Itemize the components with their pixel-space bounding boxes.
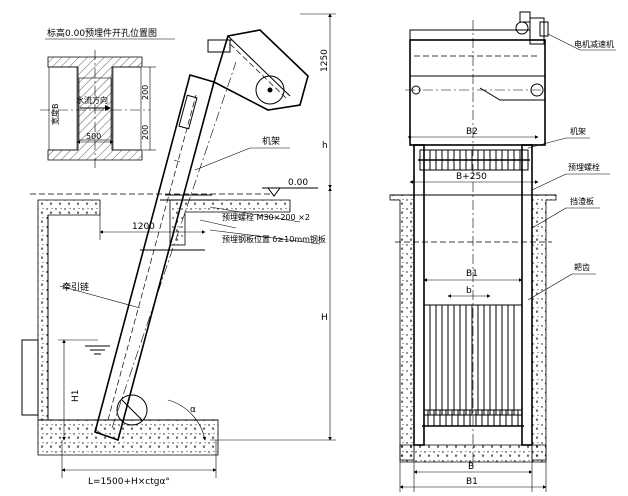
left-annotations: 机架 牵引链 预埋螺栓 M30×200 ×2 预埋钢板位置 δ≥10mm钢板	[59, 135, 326, 309]
dim-B1-bottom: B1	[466, 477, 478, 487]
right-top-frame: 电机减速机	[405, 11, 616, 146]
embed-detail: 标高0.00预埋件开孔位置图 水流方向 宽度B 500 200 200	[40, 27, 175, 168]
embed-bolt-label: 预埋螺栓 M30×200 ×2	[222, 212, 310, 222]
bottom-sprocket	[116, 394, 148, 426]
elevation-label: 0.00	[288, 178, 308, 188]
screen-body-left	[94, 29, 309, 442]
dim-b: b	[466, 286, 472, 296]
right-view: 电机减速机 B2 B+250 B1	[389, 11, 616, 492]
left-view: 标高0.00预埋件开孔位置图 水流方向 宽度B 500 200 200	[21, 13, 336, 487]
detail-width-500: 500	[86, 132, 101, 141]
rake-top-row	[418, 149, 530, 171]
dim-H: H	[321, 313, 328, 323]
detail-side-label: 宽度B	[50, 104, 60, 126]
detail-height-200-a: 200	[141, 85, 150, 100]
right-annotations: 机架 预埋螺栓 挡渣板 耙齿	[527, 126, 610, 301]
chain-label: 牵引链	[62, 281, 89, 293]
frame-label-right: 机架	[570, 126, 586, 136]
dim-1200: 1200	[132, 222, 155, 232]
dim-1250: 1250	[320, 49, 330, 72]
dim-h: h	[322, 141, 328, 151]
right-channel	[389, 194, 557, 463]
detail-title: 标高0.00预埋件开孔位置图	[47, 27, 157, 39]
channel-structure	[21, 193, 291, 456]
dim-B2: B2	[466, 127, 478, 137]
guard-plate-label: 挡渣板	[570, 196, 594, 206]
right-bottom-dims: B B1	[399, 445, 547, 492]
top-sprocket	[255, 75, 285, 105]
dim-B: B	[468, 462, 474, 472]
elevation-marker: 0.00	[262, 178, 318, 197]
grate-bars	[422, 304, 524, 427]
dim-L: L=1500+H×ctgα°	[88, 477, 170, 487]
frame-label-left: 机架	[262, 135, 280, 147]
water-direction-label: 水流方向	[76, 95, 108, 105]
dim-B250: B+250	[456, 172, 487, 182]
angle-alpha: α	[190, 405, 196, 415]
rake-label: 耙齿	[574, 263, 590, 272]
left-dimensions: 1250 h H H1 1200 L=1500+H×ctgα° α	[58, 13, 336, 487]
embed-bolt-label-right: 预埋螺栓	[568, 162, 600, 172]
detail-height-200-b: 200	[141, 125, 150, 140]
motor-label: 电机减速机	[574, 39, 614, 49]
dim-B1-top: B1	[466, 269, 478, 279]
embed-steel-label: 预埋钢板位置 δ≥10mm钢板	[222, 234, 326, 244]
dim-H1: H1	[71, 390, 81, 403]
